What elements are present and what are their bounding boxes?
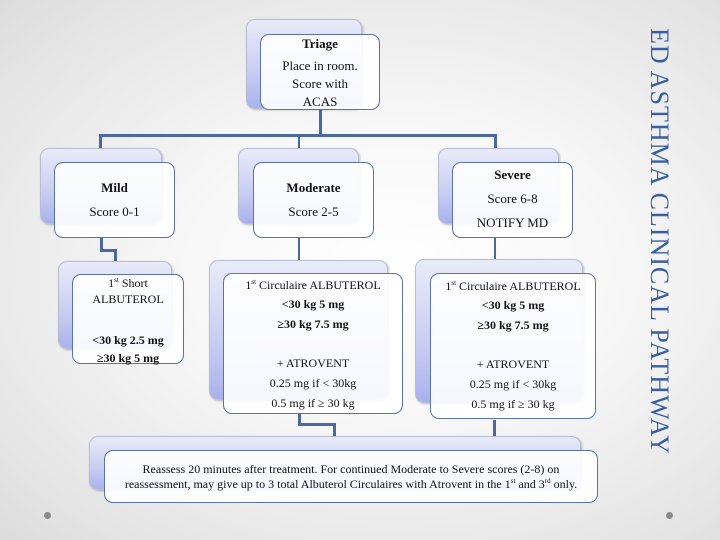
severe-dose-30-plus: ≥30 kg 7.5 mg [477,318,549,332]
mild-dose-under-30: <30 kg 2.5 mg [92,333,164,347]
connector-moderate-to-reassess-v2 [333,423,336,437]
severe-notify: NOTIFY MD [476,215,549,230]
connector-moderate-to-reassess-h [298,423,335,426]
slide-title: ED ASTHMA CLINICAL PATHWAY [645,28,674,455]
moderate-addon-30-plus: 0.5 mg if ≥ 30 kg [271,396,355,410]
corner-dot-right [666,512,673,519]
severe-ordinal-sup: st [451,279,457,287]
moderate-heading: Moderate [286,180,341,195]
connector-to-severe [494,134,497,149]
moderate-addon: + ATROVENT [276,356,350,370]
moderate-score: Score 2-5 [288,204,339,219]
reassess-part-1: Reassess 20 minutes after treatment. For… [124,461,560,491]
connector-severe-to-treatment [494,237,496,261]
severe-addon-under-30: 0.25 mg if < 30kg [469,377,557,391]
mild-treatment-line-1: 1st Short [108,275,148,291]
reassess-text: Reassess 20 minutes after treatment. For… [105,462,597,492]
severe-treatment-line-1: 1st Circulaire ALBUTEROL [445,277,580,295]
connector-to-mild [99,134,102,149]
moderate-dose-30-plus: ≥30 kg 7.5 mg [277,317,349,331]
triage-line-3: ACAS [302,94,338,109]
connector-mild-to-treatment-h [100,249,116,252]
triage-line-2: Score with [292,76,348,91]
connector-severe-to-reassess [493,420,496,440]
mild-ordinal: 1 [108,276,115,290]
mild-box: Mild Score 0-1 [54,162,175,238]
mild-treatment-box: 1st Short ALBUTEROL <30 kg 2.5 mg ≥30 kg… [72,274,184,365]
reassess-box: Reassess 20 minutes after treatment. For… [104,450,598,503]
severe-heading: Severe [494,167,531,182]
connector-triage-down [319,108,322,136]
triage-box: Triage Place in room. Score with ACAS [260,34,380,110]
severe-line1-rest: Circulaire ALBUTEROL [456,279,581,293]
severe-ordinal: 1 [445,279,452,293]
moderate-dose-under-30: <30 kg 5 mg [281,297,345,311]
connector-mild-to-treatment-v1 [100,237,103,251]
moderate-treatment-line-1: 1st Circulaire ALBUTEROL [245,276,380,294]
severe-dose-under-30: <30 kg 5 mg [481,298,545,312]
connector-horizontal-bus [99,134,496,137]
severe-score: Score 6-8 [487,191,538,206]
mild-treatment-drug: ALBUTEROL [92,292,164,306]
reassess-sup-2: rd [544,476,551,485]
triage-heading: Triage [302,36,338,51]
moderate-ordinal-sup: st [251,278,257,286]
connector-mild-to-treatment-v2 [114,249,117,263]
moderate-ordinal: 1 [245,278,252,292]
severe-addon: + ATROVENT [476,357,550,371]
reassess-part-2: and 3 [515,476,545,491]
corner-dot-left [44,512,51,519]
moderate-box: Moderate Score 2-5 [253,162,374,238]
severe-box: Severe Score 6-8 NOTIFY MD [452,162,573,238]
mild-dose-30-plus: ≥30 kg 5 mg [96,351,160,365]
reassess-part-3: only. [550,476,578,491]
moderate-addon-under-30: 0.25 mg if < 30kg [269,376,357,390]
reassess-sup-1: st [510,476,516,485]
mild-score: Score 0-1 [89,204,140,219]
mild-ordinal-sup: st [114,276,119,284]
connector-to-moderate [298,134,300,149]
mild-heading: Mild [101,180,128,195]
connector-moderate-to-treatment [298,237,300,261]
severe-addon-30-plus: 0.5 mg if ≥ 30 kg [471,397,555,411]
moderate-treatment-box: 1st Circulaire ALBUTEROL <30 kg 5 mg ≥30… [223,273,403,414]
moderate-line1-rest: Circulaire ALBUTEROL [256,278,381,292]
triage-line-1: Place in room. [282,58,358,73]
connector-moderate-to-reassess-v1 [298,414,301,425]
mild-line1-rest: Short [118,276,148,290]
severe-treatment-box: 1st Circulaire ALBUTEROL <30 kg 5 mg ≥30… [430,273,596,419]
